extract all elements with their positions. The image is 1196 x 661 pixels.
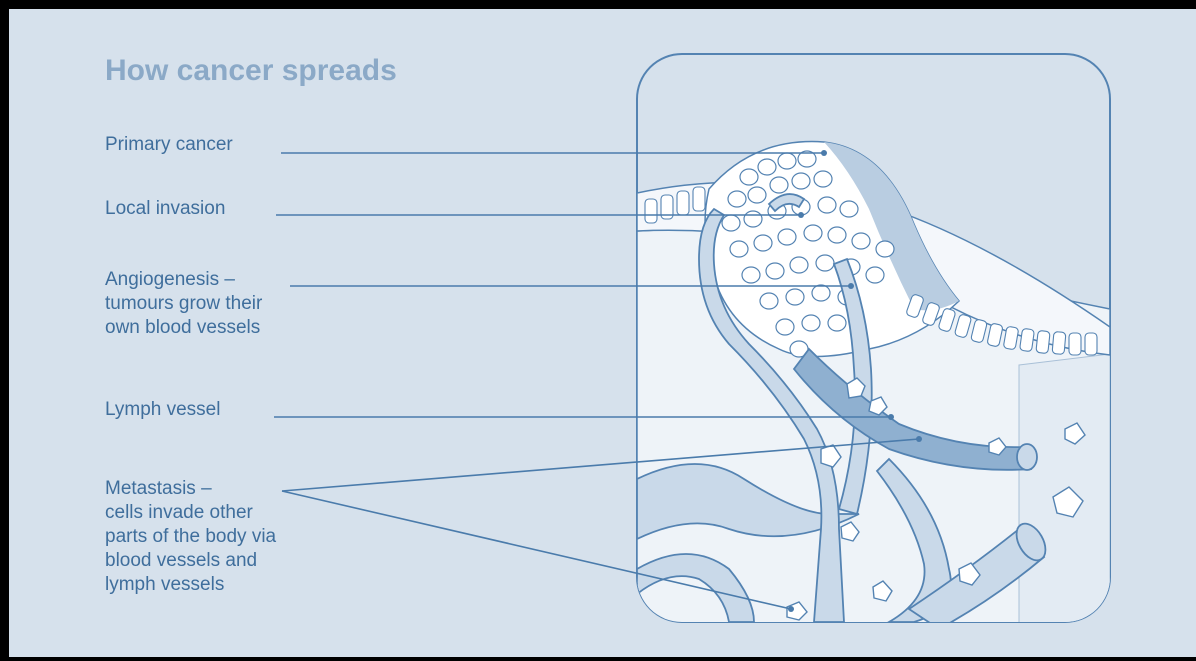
lymph-vessel-end: [1017, 444, 1037, 470]
label-angiogenesis: Angiogenesis – tumours grow their own bl…: [105, 268, 262, 340]
label-primary-cancer: Primary cancer: [105, 133, 233, 157]
label-local-invasion: Local invasion: [105, 197, 225, 221]
diagram-frame: How cancer spreads Primary cancer Local …: [9, 9, 1196, 657]
label-metastasis: Metastasis – cells invade other parts of…: [105, 477, 276, 597]
diagram-title: How cancer spreads: [105, 54, 397, 88]
label-lymph-vessel: Lymph vessel: [105, 398, 220, 422]
